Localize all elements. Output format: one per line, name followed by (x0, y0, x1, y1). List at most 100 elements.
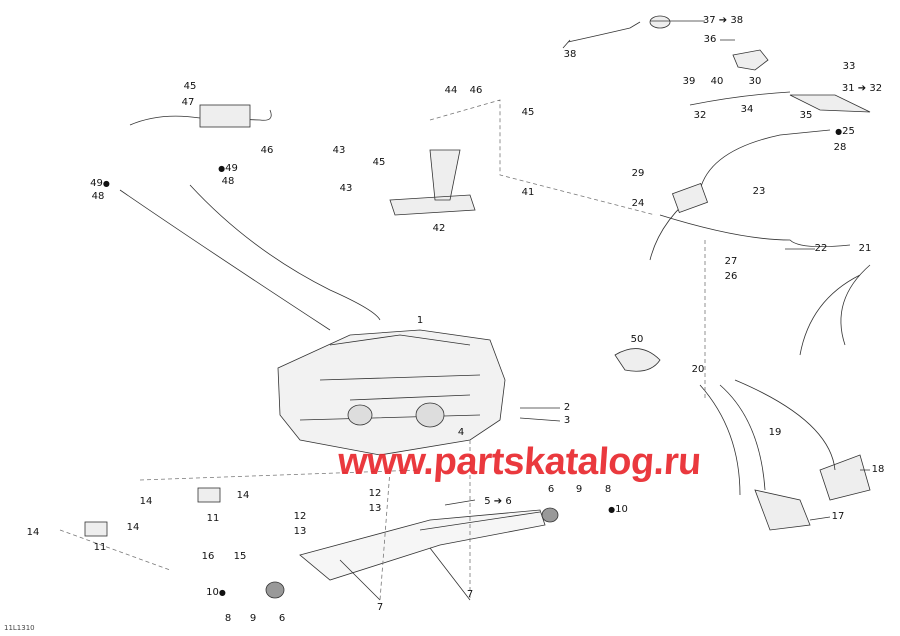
callout-39: 39 (683, 77, 696, 87)
callout-number: 12 (368, 488, 382, 499)
callout-number: 41 (521, 187, 535, 198)
callout-18: 18 (872, 465, 885, 475)
callout-31-32: 31 ➔ 32 (842, 84, 882, 94)
callout-12: 12 (294, 512, 307, 522)
callout-14: 14 (237, 491, 250, 501)
callout-35: 35 (800, 111, 813, 121)
callout-45: 45 (522, 108, 535, 118)
callout-number: 14 (236, 490, 250, 501)
callout-number: 20 (691, 364, 705, 375)
throttle-body (754, 454, 871, 531)
engine-mount-11b (84, 521, 108, 537)
callout-number: 7 (466, 589, 474, 600)
callout-50: 50 (631, 335, 644, 345)
callout-15: 15 (234, 552, 247, 562)
callout-number: 11 (206, 513, 220, 524)
callout-number: 14 (139, 496, 153, 507)
callout-45: 45 (373, 158, 386, 168)
callout-33: 33 (843, 62, 856, 72)
callout-number: 45 (521, 107, 535, 118)
callout-number: 10 (615, 504, 628, 515)
callout-number: 45 (183, 81, 197, 92)
callout-49: 49● (90, 179, 110, 189)
callout-number: 48 (91, 191, 105, 202)
callout-number: 12 (293, 511, 307, 522)
callout-number: 4 (457, 427, 465, 438)
callout-number: 14 (26, 527, 40, 538)
oil-drop-icon: ● (608, 505, 616, 514)
callout-23: 23 (753, 187, 766, 197)
callout-19: 19 (769, 428, 782, 438)
callout-8: 8 (605, 485, 611, 495)
callout-number: 15 (233, 551, 247, 562)
callout-14: 14 (140, 497, 153, 507)
callout-2: 2 (564, 403, 570, 413)
callout-7: 7 (377, 603, 383, 613)
callout-number: 27 (724, 256, 738, 267)
callout-number: 19 (768, 427, 782, 438)
callout-22: 22 (815, 244, 828, 254)
callout-number: 6 (547, 484, 555, 495)
callout-13: 13 (294, 527, 307, 537)
callout-5-6: 5 ➔ 6 (484, 497, 511, 507)
callout-16: 16 (202, 552, 215, 562)
callout-number: 5 ➔ 6 (484, 496, 512, 507)
callout-number: 42 (432, 223, 446, 234)
callout-number: 44 (444, 85, 458, 96)
callout-number: 13 (293, 526, 307, 537)
callout-number: 30 (748, 76, 762, 87)
callout-1: 1 (417, 316, 423, 326)
callout-number: 11 (93, 542, 107, 553)
callout-25: ●25 (835, 127, 855, 137)
callout-number: 46 (260, 145, 274, 156)
callout-number: 49 (225, 163, 238, 174)
callout-number: 1 (416, 315, 424, 326)
engine-mount-frame (299, 509, 546, 581)
callout-number: 2 (563, 402, 571, 413)
callout-11: 11 (94, 543, 107, 553)
oil-drop-icon: ● (102, 179, 110, 188)
callout-26: 26 (725, 272, 738, 282)
callout-number: 39 (682, 76, 696, 87)
rubber-mount-6b (265, 581, 285, 599)
callout-11: 11 (207, 514, 220, 524)
callout-14: 14 (127, 523, 140, 533)
callout-number: 22 (814, 243, 828, 254)
callout-number: 32 (693, 110, 707, 121)
callout-number: 48 (221, 176, 235, 187)
callout-6: 6 (279, 614, 285, 624)
callout-number: 8 (604, 484, 612, 495)
callout-42: 42 (433, 224, 446, 234)
callout-number: 25 (842, 126, 855, 137)
callout-41: 41 (522, 188, 535, 198)
watermark: www.partskatalog.ru (336, 441, 703, 483)
callout-40: 40 (711, 77, 724, 87)
callout-7: 7 (467, 590, 473, 600)
callout-number: 10 (206, 587, 219, 598)
oil-drop-icon: ● (218, 164, 226, 173)
callout-43: 43 (340, 184, 353, 194)
callout-number: 3 (563, 415, 571, 426)
callout-number: 17 (831, 511, 845, 522)
callout-34: 34 (741, 105, 754, 115)
callout-number: 43 (339, 183, 353, 194)
callout-number: 29 (631, 168, 645, 179)
callout-43: 43 (333, 146, 346, 156)
switch-housing (732, 49, 769, 71)
drawing-code: 11L1310 (4, 624, 35, 632)
callout-45: 45 (184, 82, 197, 92)
oil-drop-icon: ● (835, 127, 843, 136)
engine-block (277, 329, 506, 456)
callout-number: 23 (752, 186, 766, 197)
callout-14: 14 (27, 528, 40, 538)
callout-6: 6 (548, 485, 554, 495)
callout-20: 20 (692, 365, 705, 375)
callout-number: 13 (368, 503, 382, 514)
callout-number: 7 (376, 602, 384, 613)
callout-46: 46 (261, 146, 274, 156)
callout-number: 9 (575, 484, 583, 495)
sensor-50 (614, 348, 661, 372)
callout-47: 47 (182, 98, 195, 108)
callout-number: 35 (799, 110, 813, 121)
